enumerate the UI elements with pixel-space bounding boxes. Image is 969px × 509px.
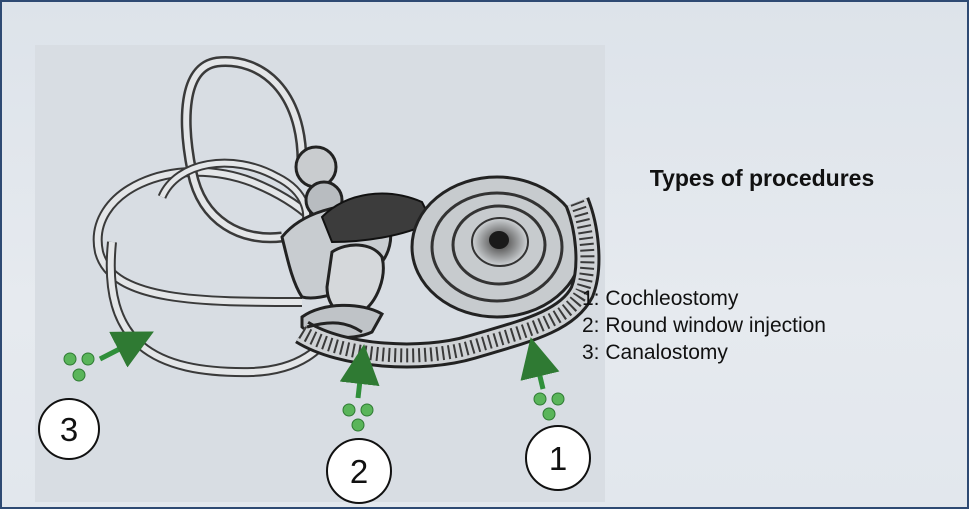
procedure-list: 1: Cochleostomy 2: Round window injectio… <box>582 285 826 366</box>
procedures-title: Types of procedures <box>642 162 882 195</box>
procedure-item-canalostomy: 3: Canalostomy <box>582 339 826 366</box>
marker-1-label: 1 <box>549 440 567 477</box>
marker-1: 1 <box>526 426 590 490</box>
procedure-item-round-window-injection: 2: Round window injection <box>582 312 826 339</box>
vestibule <box>282 147 432 337</box>
marker-2-label: 2 <box>350 453 368 490</box>
particle-cluster-1 <box>534 393 564 420</box>
particle-cluster-3 <box>64 353 94 381</box>
procedure-item-cochleostomy: 1: Cochleostomy <box>582 285 826 312</box>
marker-3: 3 <box>39 399 99 459</box>
particle-cluster-2 <box>343 404 373 431</box>
marker-2: 2 <box>327 439 391 503</box>
marker-3-label: 3 <box>60 411 78 448</box>
arrow-cochleostomy <box>533 347 543 389</box>
